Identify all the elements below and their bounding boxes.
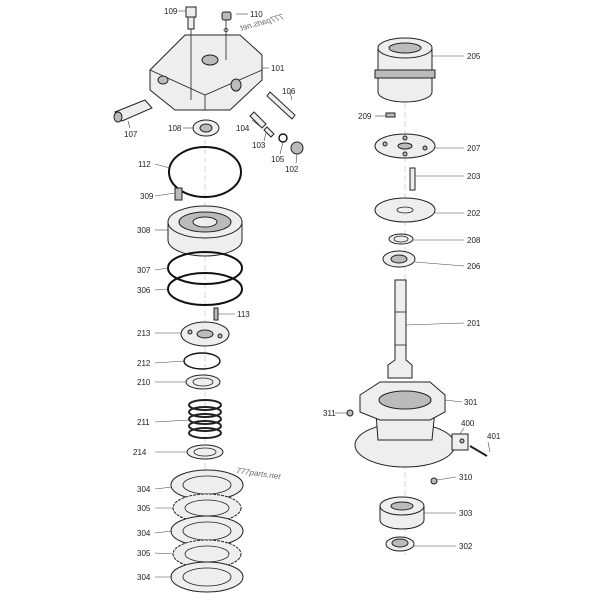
callout-401: 401: [487, 432, 501, 441]
callout-211: 211: [137, 418, 150, 427]
part-308-cylinder-block: [167, 205, 243, 257]
part-303-bearing: [379, 496, 425, 530]
part-106-pin: [266, 91, 296, 120]
part-214-washer: [186, 444, 224, 460]
part-109-bolt: [185, 6, 197, 100]
callout-103: 103: [252, 141, 266, 150]
part-112-o-ring: [168, 146, 242, 198]
callout-301: 301: [464, 398, 478, 407]
callout-213: 213: [137, 329, 151, 338]
part-301-housing: [354, 381, 456, 468]
part-206-bearing: [382, 250, 416, 268]
part-309-spring: [174, 187, 183, 201]
callout-207: 207: [467, 144, 481, 153]
part-310-plug: [430, 477, 438, 485]
part-401-bolt: [469, 445, 488, 457]
callout-214: 214: [133, 448, 147, 457]
callout-105: 105: [271, 155, 285, 164]
part-108-bearing: [192, 119, 220, 137]
part-210-washer: [185, 374, 221, 390]
callout-311: 311: [323, 409, 336, 418]
callout-303: 303: [459, 509, 473, 518]
part-209-pin: [385, 112, 396, 118]
callout-109: 109: [164, 7, 178, 16]
leader-lines: [127, 10, 491, 578]
callout-112: 112: [138, 160, 151, 169]
callout-107: 107: [124, 130, 138, 139]
part-213-valve-plate: [180, 321, 230, 347]
part-113-pin: [213, 307, 219, 321]
callout-302: 302: [459, 542, 473, 551]
friction-plates-stack: [170, 469, 244, 593]
callout-101: 101: [271, 64, 285, 73]
callout-209: 209: [358, 112, 372, 121]
part-203-pin: [409, 167, 416, 191]
part-205-carrier: [374, 37, 436, 103]
callout-304: 304: [137, 573, 151, 582]
watermark-middle: 777parts.net: [236, 466, 282, 481]
callout-110: 110: [250, 10, 263, 19]
callout-210: 210: [137, 378, 151, 387]
part-110-plug: [221, 11, 232, 60]
part-107-valve: [113, 99, 153, 123]
callout-212: 212: [137, 359, 151, 368]
part-208-ring: [388, 233, 414, 245]
callout-304: 304: [137, 485, 151, 494]
callout-306: 306: [137, 286, 151, 295]
callout-102: 102: [285, 165, 299, 174]
callout-305: 305: [137, 549, 151, 558]
callout-106: 106: [282, 87, 296, 96]
part-400-valve-block: [451, 433, 469, 451]
part-302-seal: [385, 536, 415, 552]
part-201-shaft: [387, 279, 413, 379]
part-207-plate: [374, 133, 436, 159]
part-101-valve-cover: [149, 34, 263, 111]
callout-201: 201: [467, 319, 481, 328]
callout-205: 205: [467, 52, 481, 61]
part-202-thrust-plate: [374, 197, 436, 223]
part-212-snap-ring: [183, 352, 221, 370]
callout-304: 304: [137, 529, 151, 538]
callout-208: 208: [467, 236, 481, 245]
callout-309: 309: [140, 192, 154, 201]
callout-108: 108: [168, 124, 182, 133]
callout-203: 203: [467, 172, 481, 181]
part-311-plug: [346, 409, 354, 417]
callout-310: 310: [459, 473, 473, 482]
part-211-spring: [188, 399, 222, 439]
callout-400: 400: [461, 419, 475, 428]
callout-104: 104: [236, 124, 250, 133]
callout-308: 308: [137, 226, 151, 235]
callout-305: 305: [137, 504, 151, 513]
callout-113: 113: [237, 310, 250, 319]
callout-202: 202: [467, 209, 481, 218]
callout-206: 206: [467, 262, 481, 271]
callout-307: 307: [137, 266, 151, 275]
